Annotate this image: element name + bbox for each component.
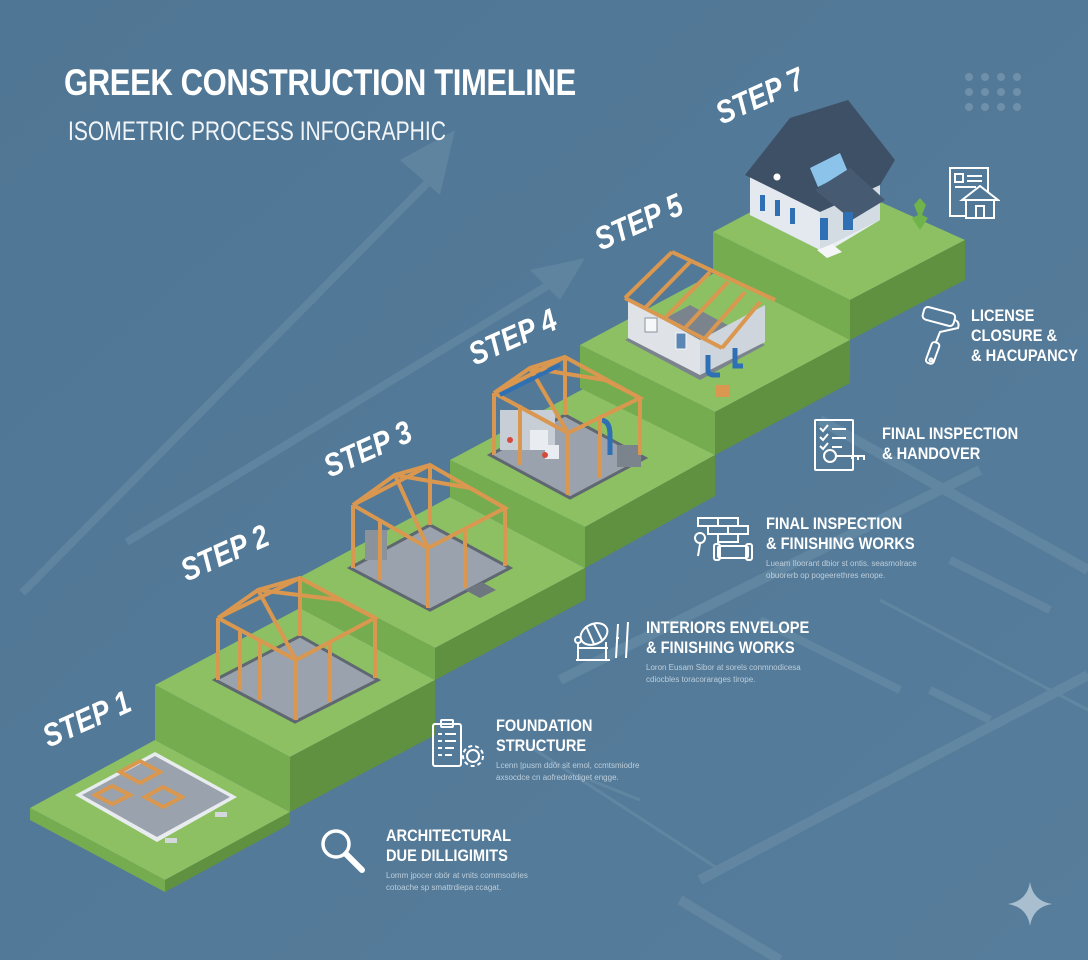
info-title-line3: & HACUPANCY	[971, 346, 1078, 365]
background-arrows	[19, 130, 585, 596]
info-title-line2: STRUCTURE	[496, 736, 587, 755]
info-title-line1: FINAL INSPECTION	[882, 424, 1019, 443]
foundation-slab-scene	[75, 752, 237, 843]
info-desc-line2: axsocdce cn aofredretdiget engge.	[496, 773, 619, 782]
page-title: GREEK CONSTRUCTION TIMELINE	[64, 62, 576, 103]
info-desc-line2: obuorerb op pogeerethres enope.	[766, 571, 886, 580]
info-foundation: FOUNDATION STRUCTURE Lcenn |pusm ddör si…	[430, 716, 639, 784]
info-desc-line1: Lueam Iloorant dbior st ontis. seasmolra…	[766, 559, 917, 568]
finished-house-step-7	[745, 100, 928, 258]
info-desc-line2: cotoache sp smattrdiepa ccagat.	[386, 883, 502, 892]
house-document-icon	[948, 166, 1001, 225]
info-title-line2: & FINISHING WORKS	[646, 638, 795, 657]
checklist-key-icon	[812, 418, 872, 477]
info-house-document	[948, 166, 1001, 225]
info-title-line2: DUE DILLIGIMITS	[386, 846, 508, 865]
info-title-line1: INTERIORS ENVELOPE	[646, 618, 810, 637]
info-title-line1: FINAL INSPECTION	[766, 514, 903, 533]
paint-roller-icon	[915, 305, 961, 373]
info-title-line1: LICENSE	[971, 306, 1035, 325]
bricks-sofa-icon	[690, 514, 756, 569]
info-final-inspection-finishing: FINAL INSPECTION & FINISHING WORKS Lueam…	[690, 514, 939, 582]
info-desc-line1: Lcenn |pusm ddör sit emol, ccmtsmiodre	[496, 761, 640, 770]
installations-frame-step-4	[486, 354, 649, 500]
clipboard-gear-icon	[430, 716, 486, 777]
info-desc-line1: Lomm jpocer obör at vnits commsodries	[386, 871, 528, 880]
info-title-line2: & FINISHING WORKS	[766, 534, 915, 553]
magnifier-icon	[318, 826, 368, 881]
info-title-line1: ARCHITECTURAL	[386, 826, 512, 845]
page-subtitle: ISOMETRIC PROCESS INFOGRAPHIC	[68, 116, 446, 146]
blueprint-lines	[519, 415, 1088, 960]
cement-mixer-icon	[572, 618, 636, 669]
info-license-closure: LICENSE CLOSURE & & HACUPANCY	[915, 305, 1088, 373]
info-final-inspection-handover: FINAL INSPECTION & HANDOVER	[812, 418, 1040, 477]
info-title-line2: CLOSURE &	[971, 326, 1058, 345]
decorative-dot-grid	[965, 73, 1021, 111]
info-desc-line1: Loron Eusam Sibor at sorels conmnodicesa	[646, 663, 801, 672]
masonry-house-step-5	[623, 250, 776, 397]
info-title-line1: FOUNDATION	[496, 716, 593, 735]
timber-frame-step-2	[211, 575, 382, 724]
info-title-line2: & HANDOVER	[882, 444, 981, 463]
info-desc-line2: cdiocbles toracorarages tirope.	[646, 675, 756, 684]
info-architectural: ARCHITECTURAL DUE DILLIGIMITS Lomm jpoce…	[318, 826, 531, 894]
sparkle-icon	[1006, 880, 1054, 933]
info-interiors-envelope: INTERIORS ENVELOPE & FINISHING WORKS Lor…	[572, 618, 836, 686]
timber-frame-step-3	[346, 462, 514, 612]
